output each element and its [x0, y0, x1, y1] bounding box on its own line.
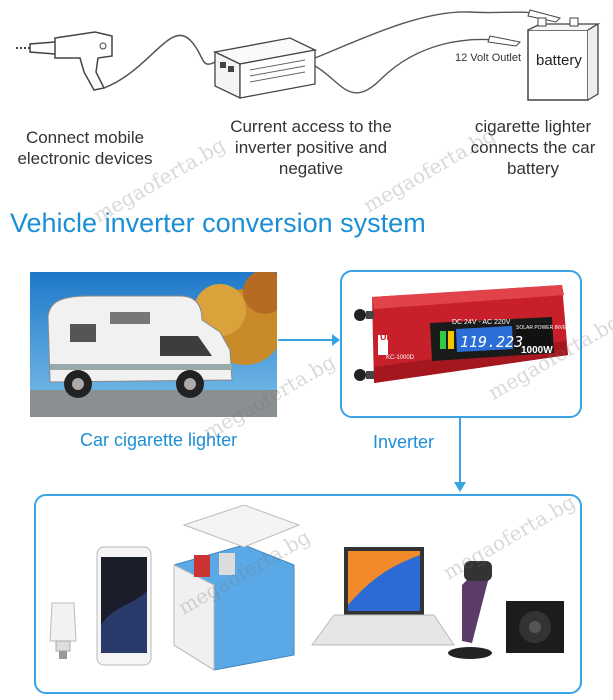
speaker-icon	[506, 601, 564, 653]
caption-right: cigarette lighter connects the car batte…	[470, 117, 596, 178]
drill-cord	[103, 34, 216, 89]
source-label: Car cigarette lighter	[80, 430, 238, 450]
inverter-label: Inverter	[373, 432, 435, 452]
drill-icon	[14, 31, 113, 91]
inverter-image	[354, 285, 568, 383]
wiring-diagram	[14, 9, 601, 101]
laptop-icon	[311, 547, 455, 646]
caption-left: Connect mobile electronic devices	[17, 128, 153, 168]
shaver-icon	[448, 561, 492, 659]
camper-van-image	[30, 272, 277, 417]
battery-icon	[527, 17, 601, 101]
inverter-display-value: 119.223	[460, 333, 524, 351]
phone-icon	[96, 546, 152, 666]
inverter-power: 1000W	[521, 345, 553, 356]
positive-cable	[314, 11, 541, 59]
caption-middle: Current access to the inverter positive …	[230, 117, 392, 178]
cooler-icon	[173, 505, 301, 671]
arrow-to-inverter	[278, 334, 340, 346]
outlet-label: 12 Volt Outlet	[455, 52, 522, 64]
inverter-brand: UKC	[380, 332, 400, 342]
devices-image	[49, 505, 564, 671]
battery-label: battery	[536, 52, 582, 69]
inverter-spec: DC 24V - AC 220V	[452, 319, 511, 326]
negative-cable	[314, 38, 496, 94]
inverter-sketch-icon	[212, 37, 318, 100]
bulb-icon	[49, 602, 77, 659]
inverter-panel-text: SOLAR POWER INVERTER	[516, 325, 580, 331]
inverter-model: KC-1000D	[386, 355, 415, 361]
page-title: Vehicle inverter conversion system	[10, 208, 426, 238]
arrow-to-devices	[454, 418, 466, 492]
